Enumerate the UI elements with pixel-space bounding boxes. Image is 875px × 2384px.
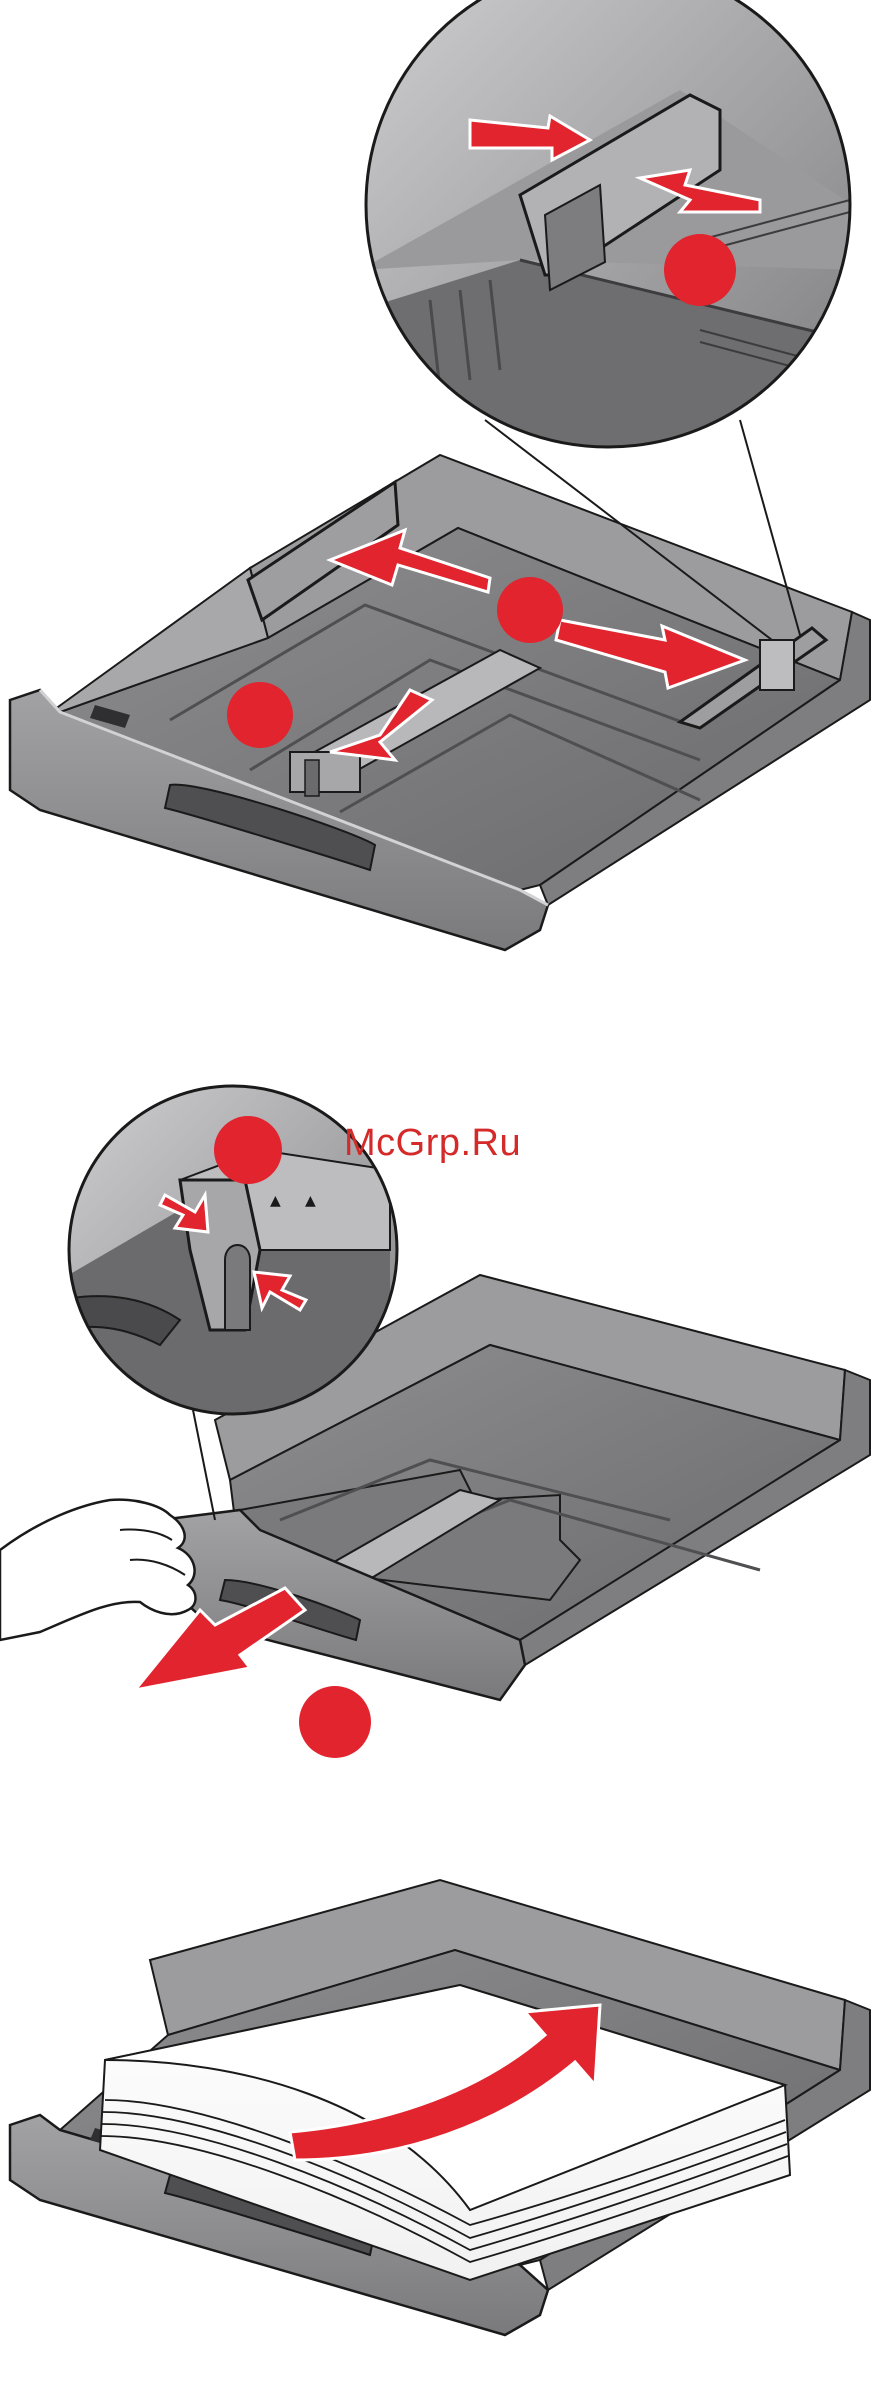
step1-marker-left <box>227 682 293 748</box>
step1-tray <box>10 455 870 950</box>
step1-marker-center <box>497 577 563 643</box>
hand-illustration <box>0 1500 196 1640</box>
step2-marker-bottom <box>299 1686 371 1758</box>
svg-text:▲: ▲ <box>305 1193 316 1209</box>
svg-text:▲: ▲ <box>270 1193 281 1209</box>
watermark-text: McGrp.Ru <box>344 1122 521 1165</box>
step1-zoom-detail <box>360 0 860 460</box>
